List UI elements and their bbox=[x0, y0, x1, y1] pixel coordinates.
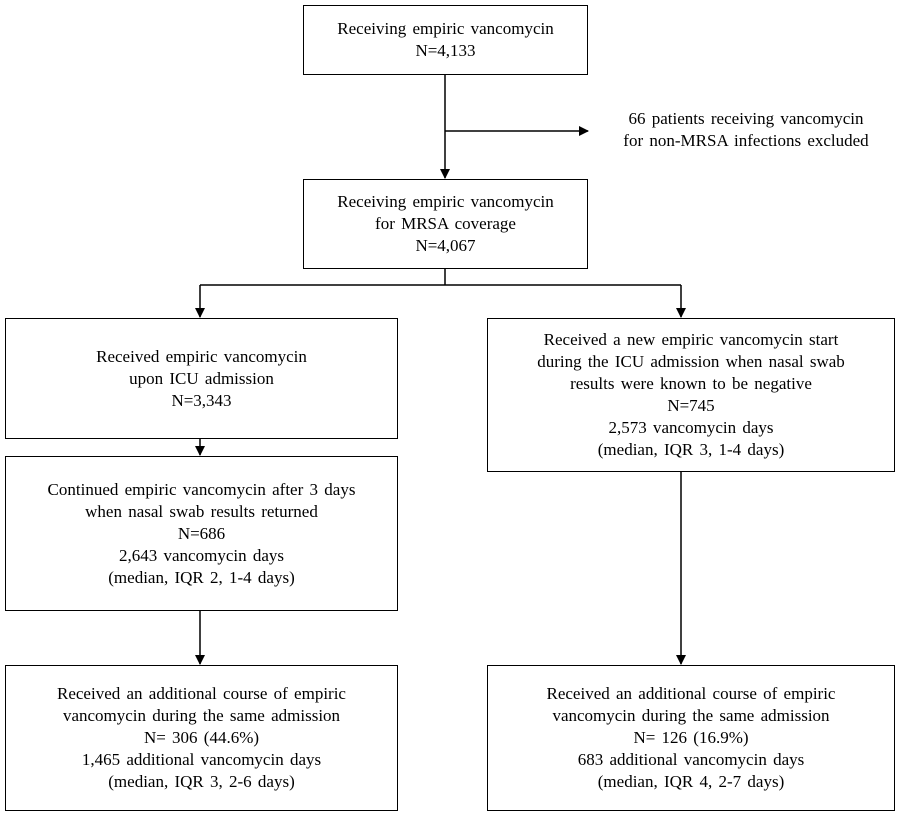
box-line: during the ICU admission when nasal swab bbox=[537, 352, 845, 371]
box-line: Received a new empiric vancomycin start bbox=[543, 330, 839, 349]
box-line: upon ICU admission bbox=[129, 368, 274, 388]
box-receiving-empiric-vancomycin: Receiving empiric vancomycin N=4,133 bbox=[303, 5, 588, 75]
box-additional-course-right: Received an additional course of empiric… bbox=[487, 665, 895, 811]
box-line: vancomycin during the same admission bbox=[62, 706, 341, 725]
note-line: for non-MRSA infections excluded bbox=[623, 131, 869, 150]
note-line: 66 patients receiving vancomycin bbox=[628, 109, 864, 128]
box-line: N=745 bbox=[667, 396, 715, 415]
box-line: Receiving empiric vancomycin bbox=[337, 19, 554, 38]
box-line: vancomycin during the same admission bbox=[552, 706, 830, 725]
box-continued-empiric: Continued empiric vancomycin after 3 day… bbox=[5, 456, 398, 611]
box-line: N= 306 (44.6%) bbox=[143, 728, 260, 747]
box-line: 683 additional vancomycin days bbox=[577, 750, 805, 769]
box-line: 1,465 additional vancomycin days bbox=[81, 750, 322, 769]
box-line: Receiving empiric vancomycin bbox=[337, 192, 554, 211]
box-mrsa-coverage: Receiving empiric vancomycin for MRSA co… bbox=[303, 179, 588, 269]
box-new-empiric-start: Received a new empiric vancomycin start … bbox=[487, 318, 895, 472]
box-additional-course-left: Received an additional course of empiric… bbox=[5, 665, 398, 811]
box-line: (median, IQR 3, 2-6 days) bbox=[108, 772, 295, 791]
box-line: N=4,133 bbox=[415, 41, 476, 60]
box-line: when nasal swab results returned bbox=[85, 501, 318, 521]
box-line: results were known to be negative bbox=[570, 374, 812, 393]
box-line: for MRSA coverage bbox=[375, 214, 516, 233]
exclusion-note: 66 patients receiving vancomycin for non… bbox=[596, 108, 896, 152]
box-line: N=686 bbox=[177, 523, 226, 543]
box-line: N= 126 (16.9%) bbox=[633, 728, 749, 747]
box-line: N=3,343 bbox=[171, 390, 232, 410]
box-line: Received an additional course of empiric bbox=[546, 684, 836, 703]
box-icu-admission: Received empiric vancomycin upon ICU adm… bbox=[5, 318, 398, 439]
box-line: Received empiric vancomycin bbox=[96, 346, 307, 366]
box-line: (median, IQR 2, 1-4 days) bbox=[108, 567, 295, 587]
box-line: N=4,067 bbox=[415, 236, 476, 255]
box-line: Continued empiric vancomycin after 3 day… bbox=[47, 479, 356, 499]
box-line: 2,573 vancomycin days bbox=[608, 418, 774, 437]
box-line: (median, IQR 3, 1-4 days) bbox=[597, 440, 785, 459]
box-line: (median, IQR 4, 2-7 days) bbox=[597, 772, 785, 791]
box-line: Received an additional course of empiric bbox=[57, 684, 346, 703]
box-line: 2,643 vancomycin days bbox=[119, 545, 284, 565]
